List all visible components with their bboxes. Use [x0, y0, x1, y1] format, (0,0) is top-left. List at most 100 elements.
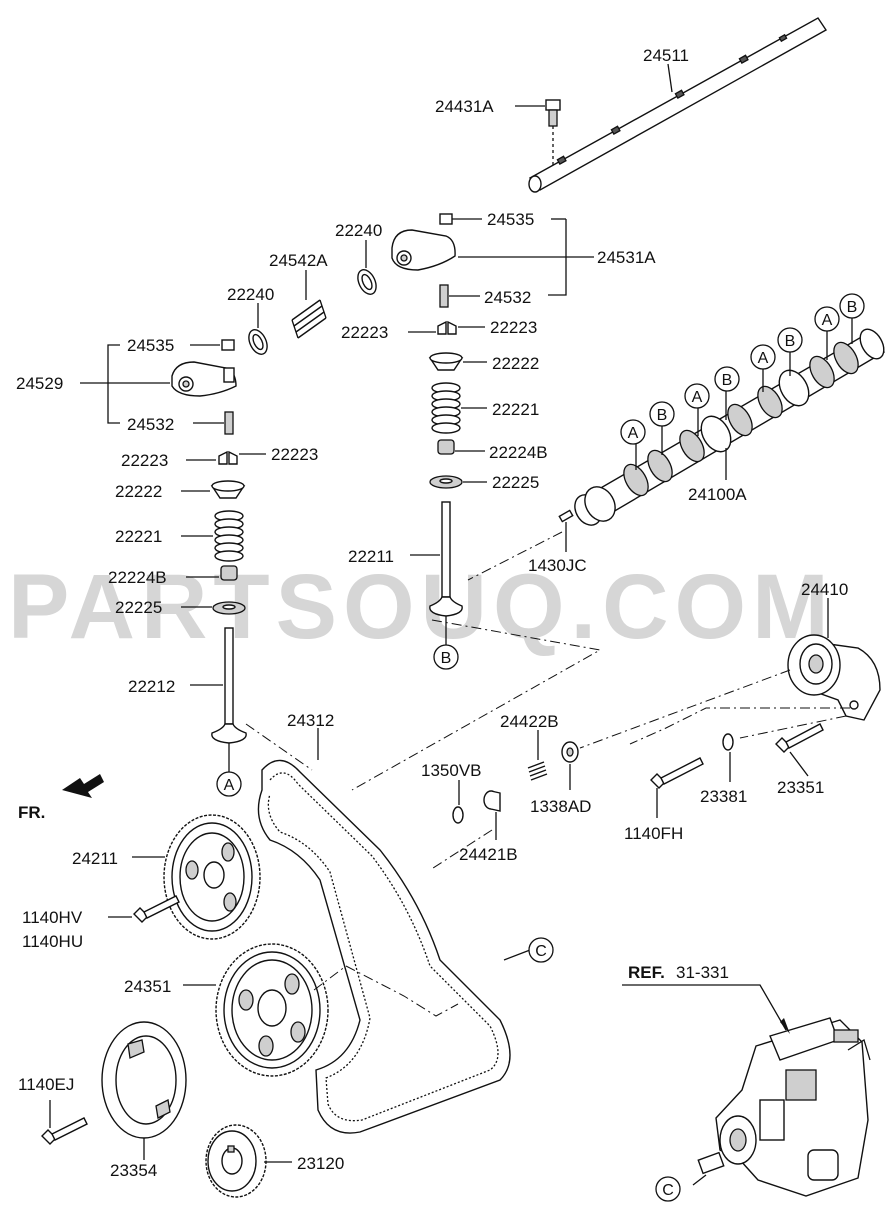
label-22225-right: 22225 [492, 473, 539, 492]
camshaft [574, 328, 886, 526]
label-22221-right: 22221 [492, 400, 539, 419]
spring-24542A [291, 299, 327, 339]
front-arrow [62, 774, 104, 798]
label-22212: 22212 [128, 677, 175, 696]
label-22223-left-2: 22223 [271, 445, 318, 464]
label-22223-right-2: 22223 [490, 318, 537, 337]
label-24421B: 24421B [459, 845, 518, 864]
callout-c-pump [655, 1176, 681, 1202]
valve-keeper-right [437, 320, 457, 335]
bolt-1140EJ [41, 1117, 88, 1145]
label-24542A: 24542A [269, 251, 328, 270]
callout-b-valve [433, 644, 459, 670]
rocker-shaft [528, 17, 828, 193]
belt-cover-23354 [101, 1021, 187, 1139]
label-24211: 24211 [72, 849, 118, 868]
label-23120: 23120 [297, 1154, 344, 1173]
screw-24532-left [224, 411, 234, 435]
label-1430JC: 1430JC [528, 556, 587, 575]
bushing-24421B [483, 790, 501, 812]
label-22240-left: 22240 [227, 285, 274, 304]
svg-text:A: A [224, 777, 235, 794]
spring-24422B [527, 761, 548, 781]
svg-text:B: B [785, 333, 796, 350]
spring-seat-left [212, 601, 246, 615]
label-23354: 23354 [110, 1161, 157, 1180]
label-ref-prefix: REF. [628, 963, 665, 982]
camshaft-sprocket [163, 814, 261, 940]
label-22224B-right: 22224B [489, 443, 548, 462]
valve-seal-left [220, 565, 238, 581]
valve-left [211, 627, 247, 744]
svg-text:A: A [758, 350, 769, 367]
bolt-24431A [545, 99, 561, 168]
label-22225-left: 22225 [115, 598, 162, 617]
svg-text:C: C [535, 943, 547, 960]
label-24531A: 24531A [597, 248, 656, 267]
valve-spring-left [214, 510, 244, 562]
valve-seal-right [437, 439, 455, 455]
screw-24532-right [439, 284, 449, 308]
label-22240-right: 22240 [335, 221, 382, 240]
label-22224B-left: 22224B [108, 568, 167, 587]
pump-sprocket [215, 943, 329, 1077]
label-front: FR. [18, 803, 45, 822]
svg-text:B: B [441, 650, 452, 667]
crank-sprocket-23120 [205, 1124, 267, 1198]
label-1350VB: 1350VB [421, 761, 482, 780]
tensioner-24410 [787, 634, 881, 721]
retainer-left [210, 480, 246, 499]
label-ref-number: 31-331 [676, 963, 729, 982]
label-22223-right-1: 22223 [341, 323, 388, 342]
callout-c-belt [528, 937, 554, 963]
washer-22240-right [357, 269, 377, 295]
label-24100A: 24100A [688, 485, 747, 504]
label-23351: 23351 [777, 778, 824, 797]
label-24422B: 24422B [500, 712, 559, 731]
label-24410: 24410 [801, 580, 848, 599]
rocker-arm-left [171, 339, 237, 397]
spring-seat-right [429, 475, 463, 489]
valve-right [429, 501, 463, 617]
rocker-arm-right [391, 213, 456, 271]
label-23381: 23381 [700, 787, 747, 806]
svg-text:A: A [692, 389, 703, 406]
timing-belt [257, 759, 511, 1134]
bolt-23351 [775, 723, 824, 753]
label-22211: 22211 [348, 547, 394, 566]
svg-text:B: B [847, 299, 858, 316]
washer-1350VB [452, 806, 464, 824]
svg-text:B: B [657, 407, 668, 424]
label-24529: 24529 [16, 374, 63, 393]
valve-keeper-left [218, 450, 238, 465]
label-1140FH: 1140FH [624, 824, 683, 843]
spacer-1338AD [561, 741, 579, 763]
injection-pump [697, 1017, 871, 1197]
watermark: PARTSOUQ.COM [8, 556, 835, 658]
svg-text:C: C [662, 1182, 674, 1199]
washer-22240-left [248, 329, 268, 355]
label-1140HU: 1140HU [22, 932, 83, 951]
bolt-1140FH [650, 757, 704, 789]
svg-text:B: B [722, 372, 733, 389]
retainer-right [428, 352, 464, 371]
bolt-1140HV [133, 895, 180, 923]
label-1140HV: 1140HV [22, 908, 83, 927]
label-24511: 24511 [643, 46, 689, 65]
label-22222-right: 22222 [492, 354, 539, 373]
label-1338AD: 1338AD [530, 797, 591, 816]
valve-spring-right [431, 382, 461, 434]
label-24535-left: 24535 [127, 336, 174, 355]
washer-23381 [722, 733, 734, 751]
camshaft-callouts: A B A B A B A B [620, 293, 865, 470]
label-22222-left: 22222 [115, 482, 162, 501]
label-22221-left: 22221 [115, 527, 162, 546]
pin-1430JC [558, 509, 574, 523]
label-24351: 24351 [124, 977, 171, 996]
svg-text:A: A [822, 312, 833, 329]
label-24532-left: 24532 [127, 415, 174, 434]
label-22223-left-1: 22223 [121, 451, 168, 470]
label-24532-right: 24532 [484, 288, 531, 307]
label-24431A: 24431A [435, 97, 494, 116]
